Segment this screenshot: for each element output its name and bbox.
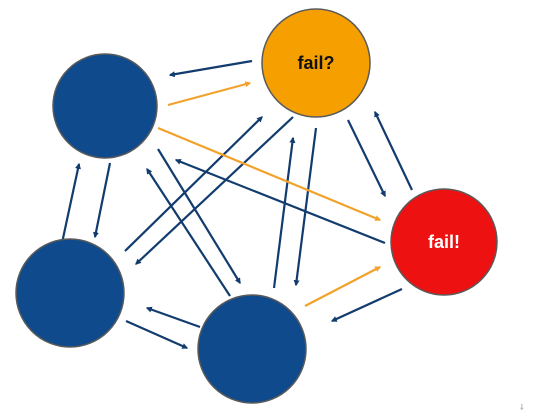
arrow-topleft-to-bottomleft [93,162,112,239]
arrow-fail-to-bottommid [330,287,403,323]
arrow-fail-to-warn [374,110,413,191]
arrow-warn-to-topleft [168,59,253,78]
failed-node-label: fail! [428,232,460,252]
node-top-left [52,53,158,159]
arrow-topleft-to-fail-suspect [157,126,382,222]
arrow-topleft-to-warn-suspect [167,81,252,107]
arrow-bottomleft-to-warn [124,116,263,252]
node-failed [390,188,498,296]
node-bottom-left [15,238,125,348]
arrow-warn-to-bottomleft [135,116,294,265]
arrow-bottomleft-to-topleft [60,162,81,244]
arrow-warn-to-fail [347,119,386,198]
arrow-bottommid-to-topleft [146,167,231,297]
arrow-bottommid-to-warn [272,136,296,289]
node-warning [261,8,371,118]
corner-mark: ⸸ [520,403,524,412]
arrow-topleft-to-bottommid [157,148,241,285]
arrow-bottommid-to-bottomleft [145,306,201,329]
normal-arrows [60,59,413,350]
warning-node-label: fail? [297,53,334,73]
arrow-bottommid-to-fail-suspect [304,266,382,307]
suspect-arrows [157,81,382,307]
node-bottom-middle [197,294,307,404]
arrow-warn-to-bottommid [293,127,318,287]
arrow-bottomleft-to-bottommid [125,319,189,350]
arrow-fail-to-topleft [174,158,386,245]
